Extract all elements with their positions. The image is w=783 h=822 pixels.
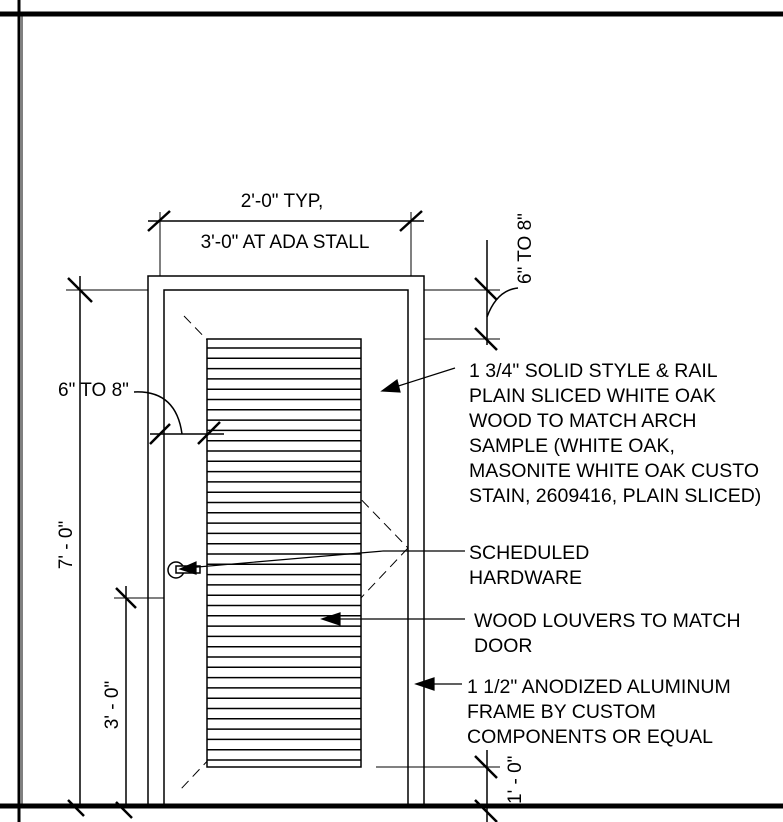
svg-text:DOOR: DOOR: [474, 635, 533, 657]
dimension-top-reveal: [424, 240, 519, 351]
svg-text:1 1/2" ANODIZED ALUMINUM: 1 1/2" ANODIZED ALUMINUM: [467, 676, 731, 698]
svg-text:WOOD LOUVERS TO MATCH: WOOD LOUVERS TO MATCH: [474, 610, 741, 632]
note-louvers: WOOD LOUVERS TO MATCH DOOR: [474, 610, 741, 657]
dimension-overall-height: [66, 276, 148, 817]
dimension-width: [147, 210, 424, 276]
dimension-hardware-height-label: 3' - 0": [102, 681, 123, 729]
svg-text:MASONITE WHITE OAK CUSTO: MASONITE WHITE OAK CUSTO: [469, 460, 759, 482]
svg-text:HARDWARE: HARDWARE: [469, 567, 582, 589]
dimension-width-label-1: 2'-0" TYP,: [241, 191, 324, 212]
dimension-left-reveal: [133, 391, 224, 445]
louver-panel: [206, 338, 362, 768]
note-hardware: SCHEDULED HARDWARE: [469, 542, 589, 589]
svg-text:PLAIN SLICED WHITE OAK: PLAIN SLICED WHITE OAK: [469, 385, 716, 407]
note-frame: 1 1/2" ANODIZED ALUMINUM FRAME BY CUSTOM…: [467, 676, 731, 748]
dimension-top-reveal-label: 6" TO 8": [515, 213, 536, 284]
svg-text:COMPONENTS OR EQUAL: COMPONENTS OR EQUAL: [467, 726, 713, 748]
dimension-width-label-2: 3'-0" AT ADA STALL: [201, 232, 370, 253]
svg-text:STAIN, 2609416, PLAIN SLICED): STAIN, 2609416, PLAIN SLICED): [469, 485, 761, 507]
dimension-hardware-height: [114, 586, 164, 819]
dimension-bottom-clearance: [376, 750, 500, 822]
svg-text:FRAME BY CUSTOM: FRAME BY CUSTOM: [467, 701, 656, 723]
dimension-bottom-clearance-label: 1' - 0": [505, 756, 526, 804]
dimension-left-reveal-label: 6" TO 8": [58, 380, 129, 401]
dimension-overall-height-label: 7' - 0": [56, 521, 77, 569]
svg-text:WOOD TO MATCH ARCH: WOOD TO MATCH ARCH: [469, 410, 697, 432]
note-door-material: 1 3/4" SOLID STYLE & RAIL PLAIN SLICED W…: [469, 360, 761, 507]
svg-text:1 3/4" SOLID STYLE & RAIL: 1 3/4" SOLID STYLE & RAIL: [469, 360, 718, 382]
svg-text:SCHEDULED: SCHEDULED: [469, 542, 589, 564]
svg-text:SAMPLE (WHITE OAK,: SAMPLE (WHITE OAK,: [469, 435, 675, 457]
note-leaders: [178, 367, 465, 691]
